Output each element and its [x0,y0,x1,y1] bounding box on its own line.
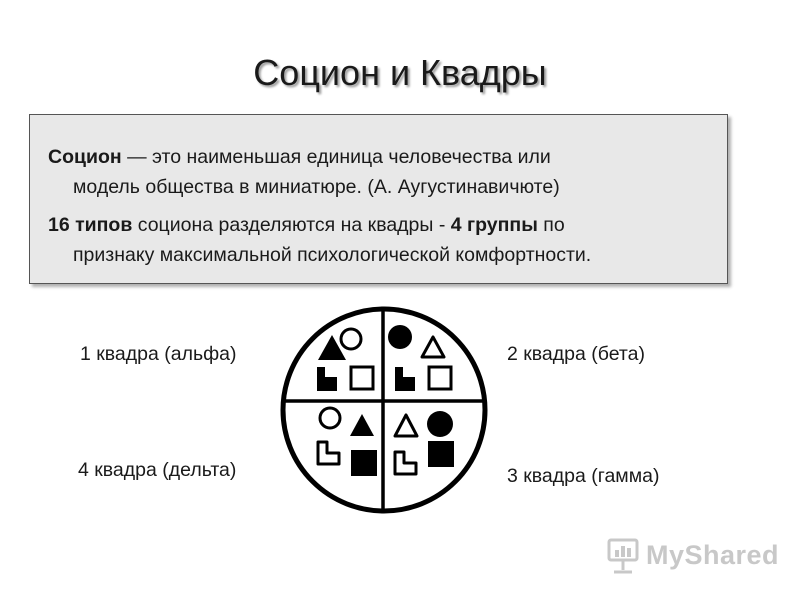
quadra-label-delta: 4 квадра (дельта) [78,459,237,481]
socion-term: Социон [48,146,122,168]
filled-triangle-icon [350,414,374,436]
socion-definition: Социон — это наименьшая единица человече… [48,142,728,202]
filled-square-icon [351,450,377,476]
hollow-circle-icon [318,406,342,430]
hollow-circle-icon [339,327,363,351]
description-line2: признаку максимальной психологической ко… [73,244,592,266]
quadrant-delta [316,406,377,476]
quadrant-gamma [393,411,454,476]
logo-text: MyShared [646,539,780,570]
groups-count: 4 группы [450,214,538,236]
hollow-square-icon [349,365,375,391]
quadra-label-gamma: 3 квадра (гамма) [507,465,660,487]
hollow-step-shape-icon [316,440,341,466]
description-middle: социона разделяются на квадры - [132,214,451,236]
types-count: 16 типов [48,214,133,236]
filled-square-icon [428,441,454,467]
description-end: по [537,214,565,236]
filled-circle-icon [427,411,453,437]
myshared-logo: MyShared [606,535,779,575]
quadra-label-beta: 2 квадра (бета) [507,343,645,365]
filled-triangle-icon [318,335,346,360]
hollow-step-shape-icon [393,450,418,476]
page-title: Социон и Квадры [253,52,547,93]
hollow-triangle-icon [420,335,446,359]
presentation-board-icon [607,538,639,574]
hollow-square-icon [427,365,453,391]
quadra-description: 16 типов социона разделяются на квадры -… [48,210,728,270]
filled-circle-icon [388,325,412,349]
definition-line2: модель общества в миниатюре. (А. Аугусти… [73,176,560,198]
hollow-triangle-icon [393,413,419,438]
filled-step-shape-icon [317,367,337,391]
quadra-label-alpha: 1 квадра (альфа) [80,343,237,365]
quadrant-alpha [317,327,375,391]
definition-line1: — это наименьшая единица человечества ил… [121,146,551,168]
quadrant-beta [388,325,453,391]
info-box [29,114,728,284]
filled-step-shape-icon [395,367,415,391]
